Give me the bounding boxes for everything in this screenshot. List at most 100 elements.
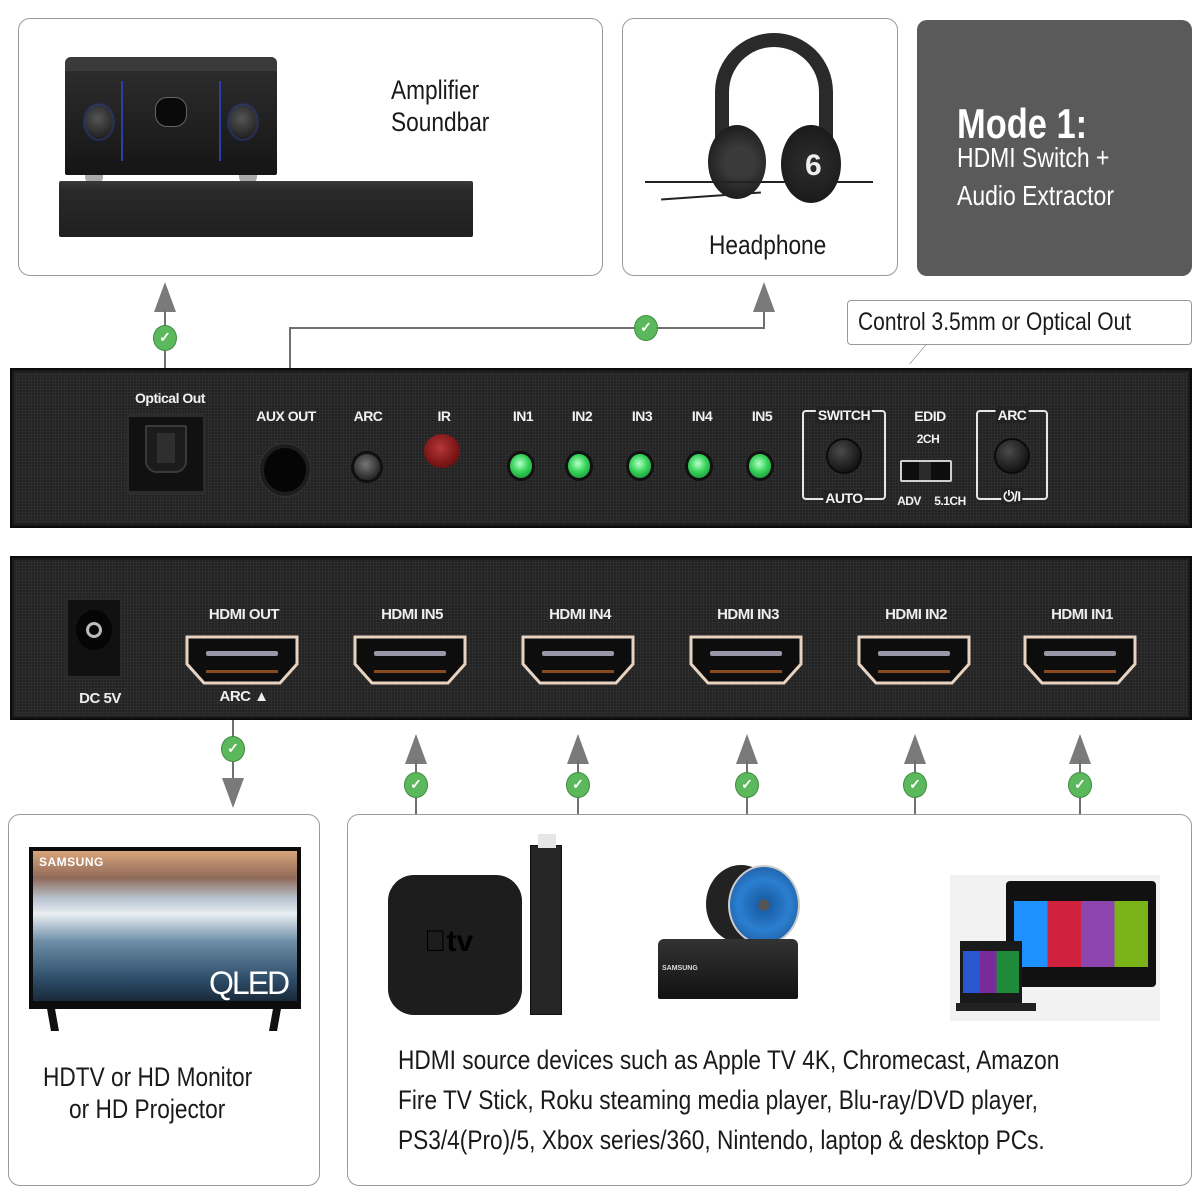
arrow-up-icon — [567, 734, 589, 764]
right-earcup-icon — [781, 125, 841, 203]
amplifier-soundbar-card: Amplifier Soundbar — [18, 18, 603, 276]
hdmi-in4-label: HDMI IN4 — [549, 606, 611, 623]
hdmi-in5-port[interactable] — [352, 634, 468, 686]
mode-line-1: HDMI Switch + — [957, 142, 1110, 173]
hdmi-in1-label: HDMI IN1 — [1051, 606, 1113, 623]
optical-out-label: Optical Out — [135, 390, 205, 406]
auto-label: AUTO — [823, 490, 865, 506]
check-icon: ✓ — [566, 772, 590, 798]
check-icon: ✓ — [903, 772, 927, 798]
input-label-2: IN2 — [571, 408, 593, 424]
input-led-4-icon — [688, 454, 710, 478]
front-panel: Optical Out AUX OUT ARC IR IN1 IN2 IN3 I… — [10, 368, 1192, 528]
input-led-5-icon — [749, 454, 771, 478]
input-led-1-icon — [510, 454, 532, 478]
arrow-up-icon — [753, 282, 775, 312]
amplifier-image — [65, 57, 277, 183]
dc-label: DC 5V — [79, 690, 121, 707]
edid-slide-switch[interactable] — [900, 460, 952, 482]
amplifier-left-knob-icon — [85, 105, 113, 139]
hdmi-in5-label: HDMI IN5 — [381, 606, 443, 623]
edid-51ch-label: 5.1CH — [934, 494, 966, 508]
arrow-up-icon — [154, 282, 176, 312]
headphone-label: Headphone — [709, 230, 827, 260]
switch-button[interactable] — [828, 440, 860, 472]
tv-badge: QLED — [209, 965, 290, 1001]
hdmi-in2-port[interactable] — [856, 634, 972, 686]
aux-out-label: AUX OUT — [256, 408, 316, 424]
apple-tv-image: tv — [388, 875, 522, 1015]
input-label-3: IN3 — [631, 408, 653, 424]
connector-line — [763, 310, 765, 329]
apple-tv-label: tv — [424, 925, 473, 958]
ir-label: IR — [437, 408, 452, 424]
mode-card: Mode 1: HDMI Switch + Audio Extractor — [917, 20, 1192, 276]
hdmi-in1-port[interactable] — [1022, 634, 1138, 686]
edid-adv-label: ADV — [897, 494, 921, 508]
check-icon: ✓ — [735, 772, 759, 798]
hdmi-out-port[interactable] — [184, 634, 300, 686]
connector-line — [289, 328, 291, 370]
soundbar-image — [59, 181, 473, 237]
arc-button[interactable] — [996, 440, 1028, 472]
aux-out-jack[interactable] — [264, 448, 306, 492]
soundbar-label: Soundbar — [391, 107, 490, 137]
sources-card: tv SAMSUNG HDMI source devices such as … — [347, 814, 1192, 1186]
amplifier-label: Amplifier — [391, 75, 480, 105]
display-label-line-2: or HD Projector — [69, 1094, 226, 1124]
edid-2ch-label: 2CH — [916, 432, 940, 446]
hdmi-in3-label: HDMI IN3 — [717, 606, 779, 623]
sources-description-line-3: PS3/4(Pro)/5, Xbox series/360, Nintendo,… — [398, 1125, 1045, 1155]
bluray-disc-icon — [728, 865, 800, 945]
hdmi-in2-label: HDMI IN2 — [885, 606, 947, 623]
tv-brand: SAMSUNG — [39, 855, 104, 869]
arc-led-label: ARC — [353, 408, 383, 424]
arrow-up-icon — [1069, 734, 1091, 764]
arc-led-icon — [354, 454, 380, 480]
fire-tv-stick-image — [530, 834, 562, 1015]
display-label-line-1: HDTV or HD Monitor — [43, 1062, 253, 1092]
headphone-image: 6 — [633, 33, 888, 223]
hdmi-in4-port[interactable] — [520, 634, 636, 686]
sources-description-line-2: Fire TV Stick, Roku steaming media playe… — [398, 1085, 1038, 1115]
check-icon: ✓ — [634, 315, 658, 341]
input-label-5: IN5 — [751, 408, 773, 424]
sources-description-line-1: HDMI source devices such as Apple TV 4K,… — [398, 1045, 1060, 1075]
check-icon: ✓ — [221, 736, 245, 762]
callout-text: Control 3.5mm or Optical Out — [858, 308, 1132, 336]
laptop-image — [960, 941, 1022, 1003]
arc-sub-label: ARC ▲ — [219, 688, 269, 705]
input-label-4: IN4 — [691, 408, 713, 424]
callout-box: Control 3.5mm or Optical Out — [847, 300, 1192, 345]
arc-button-label: ARC — [995, 407, 1029, 423]
left-earcup-icon — [708, 125, 766, 199]
input-led-3-icon — [629, 454, 651, 478]
check-icon: ✓ — [404, 772, 428, 798]
input-label-1: IN1 — [512, 408, 534, 424]
input-led-2-icon — [568, 454, 590, 478]
arrow-up-icon — [904, 734, 926, 764]
tv-image: SAMSUNG QLED — [29, 847, 301, 1009]
amplifier-right-knob-icon — [229, 105, 257, 139]
dc-power-jack[interactable] — [66, 598, 122, 678]
optical-out-port[interactable] — [126, 414, 206, 494]
display-card: SAMSUNG QLED HDTV or HD Monitor or HD Pr… — [8, 814, 320, 1186]
hdmi-in3-port[interactable] — [688, 634, 804, 686]
arrow-down-icon — [222, 778, 244, 808]
connector-line — [289, 327, 765, 329]
mode-title: Mode 1: — [957, 100, 1088, 147]
power-toggle-label: ⏻/I — [1001, 488, 1023, 505]
callout-tail — [909, 344, 950, 364]
bluray-brand: SAMSUNG — [662, 965, 698, 972]
hdmi-out-label: HDMI OUT — [208, 606, 280, 623]
check-icon: ✓ — [1068, 772, 1092, 798]
arrow-up-icon — [405, 734, 427, 764]
edid-label: EDID — [914, 408, 946, 424]
bluray-player-image: SAMSUNG — [658, 939, 798, 999]
amplifier-display-icon — [155, 97, 187, 127]
check-icon: ✓ — [153, 325, 177, 351]
switch-label: SWITCH — [815, 407, 873, 423]
rear-panel: DC 5V HDMI OUT ARC ▲ HDMI IN5 HDMI IN4 H… — [10, 556, 1192, 720]
ir-receiver-icon — [424, 434, 460, 468]
desktop-pc-image — [950, 875, 1160, 1021]
